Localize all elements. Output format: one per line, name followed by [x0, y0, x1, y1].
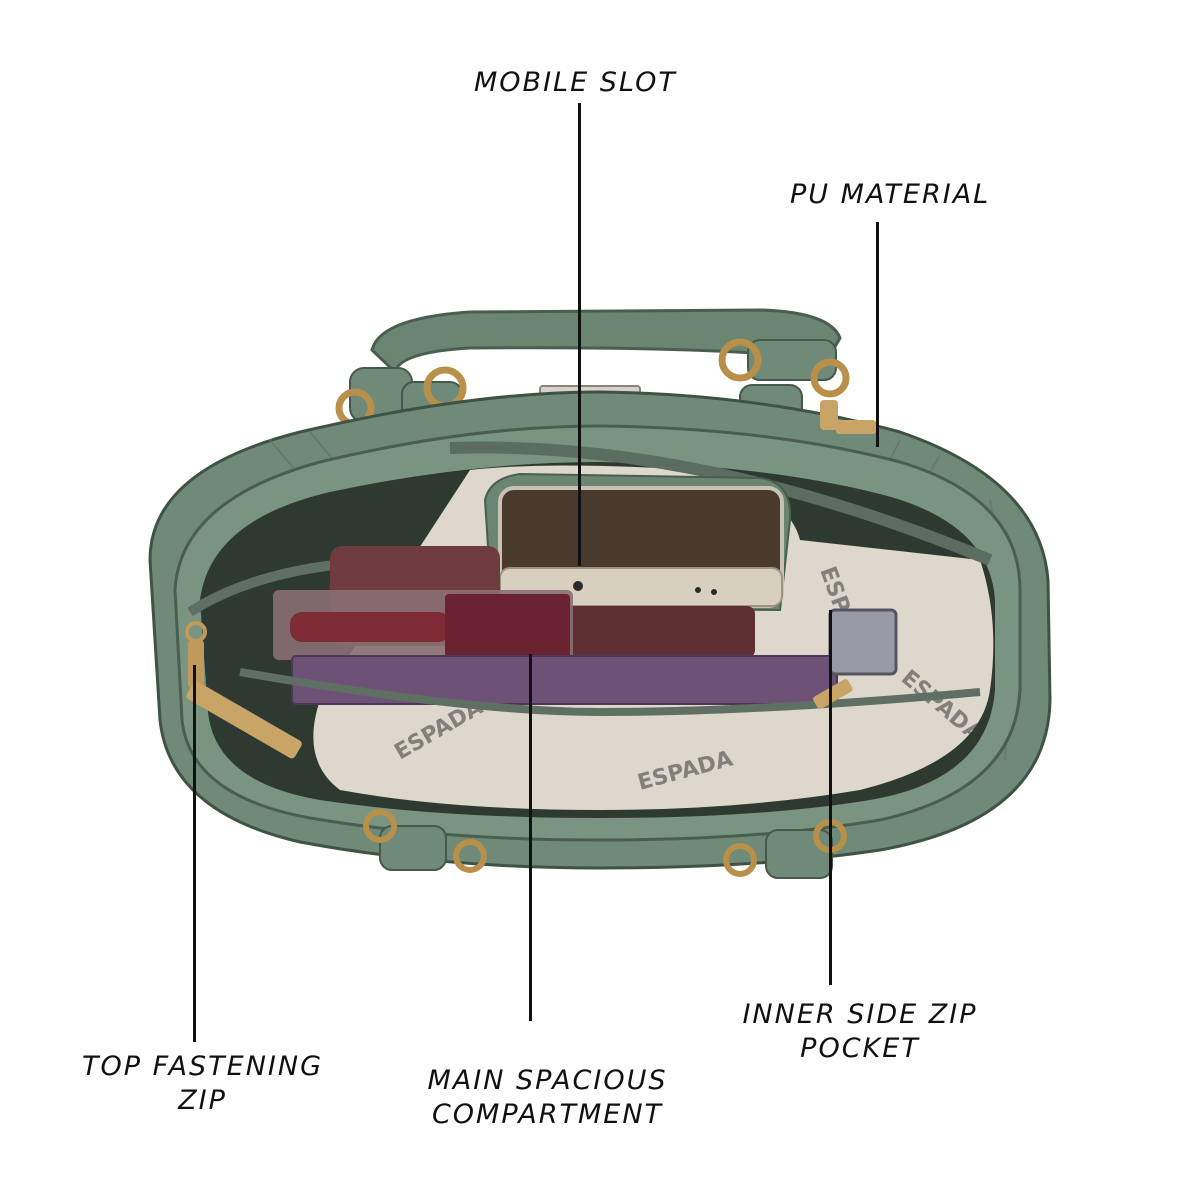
label-pu-material: PU MATERIAL	[790, 179, 991, 210]
leader-line-inner-side-zip-pocket	[829, 610, 832, 985]
zipper-pull-top-right	[820, 400, 876, 434]
phone-jack	[573, 581, 583, 591]
label-main-compartment-line1: MAIN SPACIOUS	[427, 1065, 668, 1096]
leader-line-main-compartment	[529, 654, 532, 1021]
label-inner-side-zip-pocket-line2: POCKET	[800, 1033, 920, 1064]
label-top-fastening-zip-line1: TOP FASTENING	[82, 1051, 323, 1082]
label-inner-side-zip-pocket-line1: INNER SIDE ZIP	[742, 999, 978, 1030]
inner-zip-pocket-edge	[239, 668, 981, 717]
zipper-pull-right	[813, 679, 853, 710]
label-main-compartment-line2: COMPARTMENT	[431, 1099, 664, 1130]
label-inner-side-zip-pocket: INNER SIDE ZIP POCKET	[735, 998, 985, 1066]
label-top-fastening-zip-line2: ZIP	[178, 1085, 227, 1116]
leader-line-pu-material	[876, 222, 879, 447]
zipper-pull-left	[185, 621, 302, 759]
label-top-fastening-zip: TOP FASTENING ZIP	[80, 1050, 325, 1118]
label-main-spacious-compartment: MAIN SPACIOUS COMPARTMENT	[420, 1064, 675, 1132]
top-zipper-track-back	[449, 441, 993, 566]
perfume-cap	[828, 608, 898, 676]
leader-line-top-fastening-zip	[193, 665, 196, 1042]
label-mobile-slot: MOBILE SLOT	[474, 67, 677, 98]
card-holder	[560, 606, 755, 658]
lipstick-cap	[445, 594, 570, 660]
leader-line-mobile-slot	[578, 103, 581, 566]
